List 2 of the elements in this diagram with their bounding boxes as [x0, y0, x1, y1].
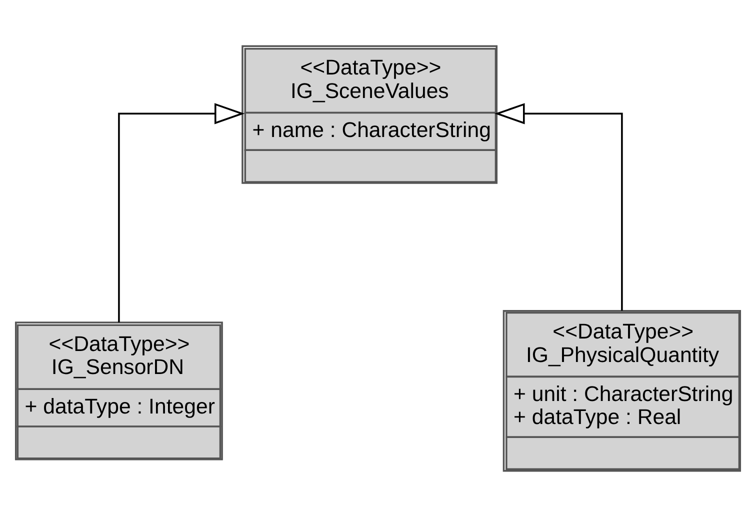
arrow — [118, 103, 245, 322]
arrow — [494, 103, 623, 311]
